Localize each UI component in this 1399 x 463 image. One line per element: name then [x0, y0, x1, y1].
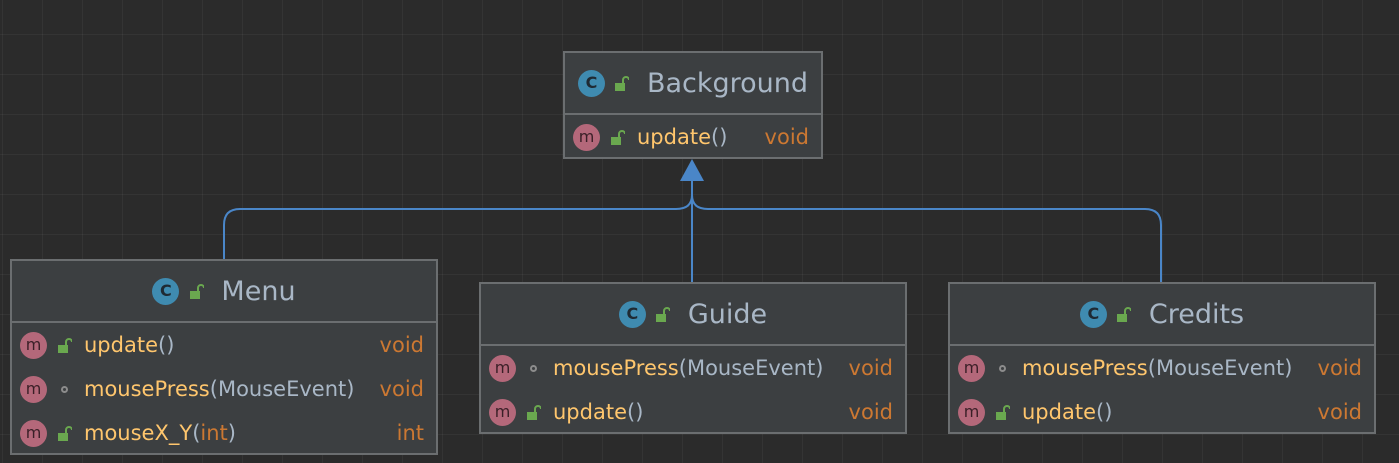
return-type: void — [764, 125, 809, 149]
class-menu[interactable]: C Menu m update() void m mousePress(Mous… — [10, 259, 438, 455]
inheritance-arrowhead — [680, 159, 704, 181]
class-name: Background — [646, 67, 809, 99]
package-private-dot-icon — [522, 364, 544, 372]
method-m-icon: m — [489, 354, 516, 382]
method-m-icon: m — [958, 354, 985, 382]
method-name: update() — [1022, 400, 1113, 424]
class-c-icon: C — [618, 300, 646, 328]
method-m-icon: m — [958, 398, 985, 426]
method-m-icon: m — [20, 419, 47, 447]
package-private-dot-icon — [53, 385, 75, 393]
class-header: C Credits — [950, 284, 1374, 346]
method-row[interactable]: m mouseX_Y(int) int — [12, 411, 436, 455]
return-type: void — [1317, 400, 1362, 424]
method-row[interactable]: m mousePress(MouseEvent) void — [950, 346, 1374, 390]
method-row[interactable]: m mousePress(MouseEvent) void — [481, 346, 905, 390]
class-credits[interactable]: C Credits m mousePress(MouseEvent) void … — [948, 282, 1376, 434]
method-m-icon: m — [489, 398, 516, 426]
class-name: Credits — [1148, 298, 1245, 330]
method-m-icon: m — [20, 331, 47, 359]
class-c-icon: C — [1079, 300, 1107, 328]
lock-open-icon — [652, 306, 674, 322]
lock-open-icon — [606, 129, 628, 145]
class-name: Guide — [687, 298, 768, 330]
class-guide[interactable]: C Guide m mousePress(MouseEvent) void m … — [479, 282, 907, 434]
method-m-icon: m — [20, 375, 47, 403]
lock-open-icon — [53, 425, 75, 441]
lock-open-icon — [185, 283, 207, 299]
class-c-icon: C — [577, 69, 605, 97]
method-row[interactable]: m update() void — [481, 390, 905, 434]
inheritance-line-credits — [691, 194, 1162, 282]
class-header: C Menu — [12, 261, 436, 323]
return-type: void — [848, 400, 893, 424]
lock-open-icon — [991, 404, 1013, 420]
method-name: update() — [637, 125, 728, 149]
method-row[interactable]: m mousePress(MouseEvent) void — [12, 367, 436, 411]
return-type: int — [396, 421, 424, 445]
method-name: mouseX_Y(int) — [84, 421, 236, 445]
method-row[interactable]: m update() void — [12, 323, 436, 367]
method-m-icon: m — [573, 123, 600, 151]
method-row[interactable]: m update() void — [565, 115, 821, 159]
return-type: void — [379, 377, 424, 401]
inheritance-line-menu — [223, 194, 693, 259]
lock-open-icon — [1113, 306, 1135, 322]
lock-open-icon — [53, 337, 75, 353]
class-header: C Guide — [481, 284, 905, 346]
class-background[interactable]: C Background m update() void — [563, 51, 823, 159]
return-type: void — [1317, 356, 1362, 380]
method-name: update() — [84, 333, 175, 357]
method-name: update() — [553, 400, 644, 424]
package-private-dot-icon — [991, 364, 1013, 372]
return-type: void — [379, 333, 424, 357]
method-name: mousePress(MouseEvent) — [553, 356, 824, 380]
method-row[interactable]: m update() void — [950, 390, 1374, 434]
method-name: mousePress(MouseEvent) — [84, 377, 355, 401]
class-c-icon: C — [152, 277, 180, 305]
class-name: Menu — [221, 275, 296, 307]
method-name: mousePress(MouseEvent) — [1022, 356, 1293, 380]
return-type: void — [848, 356, 893, 380]
lock-open-icon — [522, 404, 544, 420]
lock-open-icon — [611, 75, 633, 91]
class-header: C Background — [565, 53, 821, 115]
